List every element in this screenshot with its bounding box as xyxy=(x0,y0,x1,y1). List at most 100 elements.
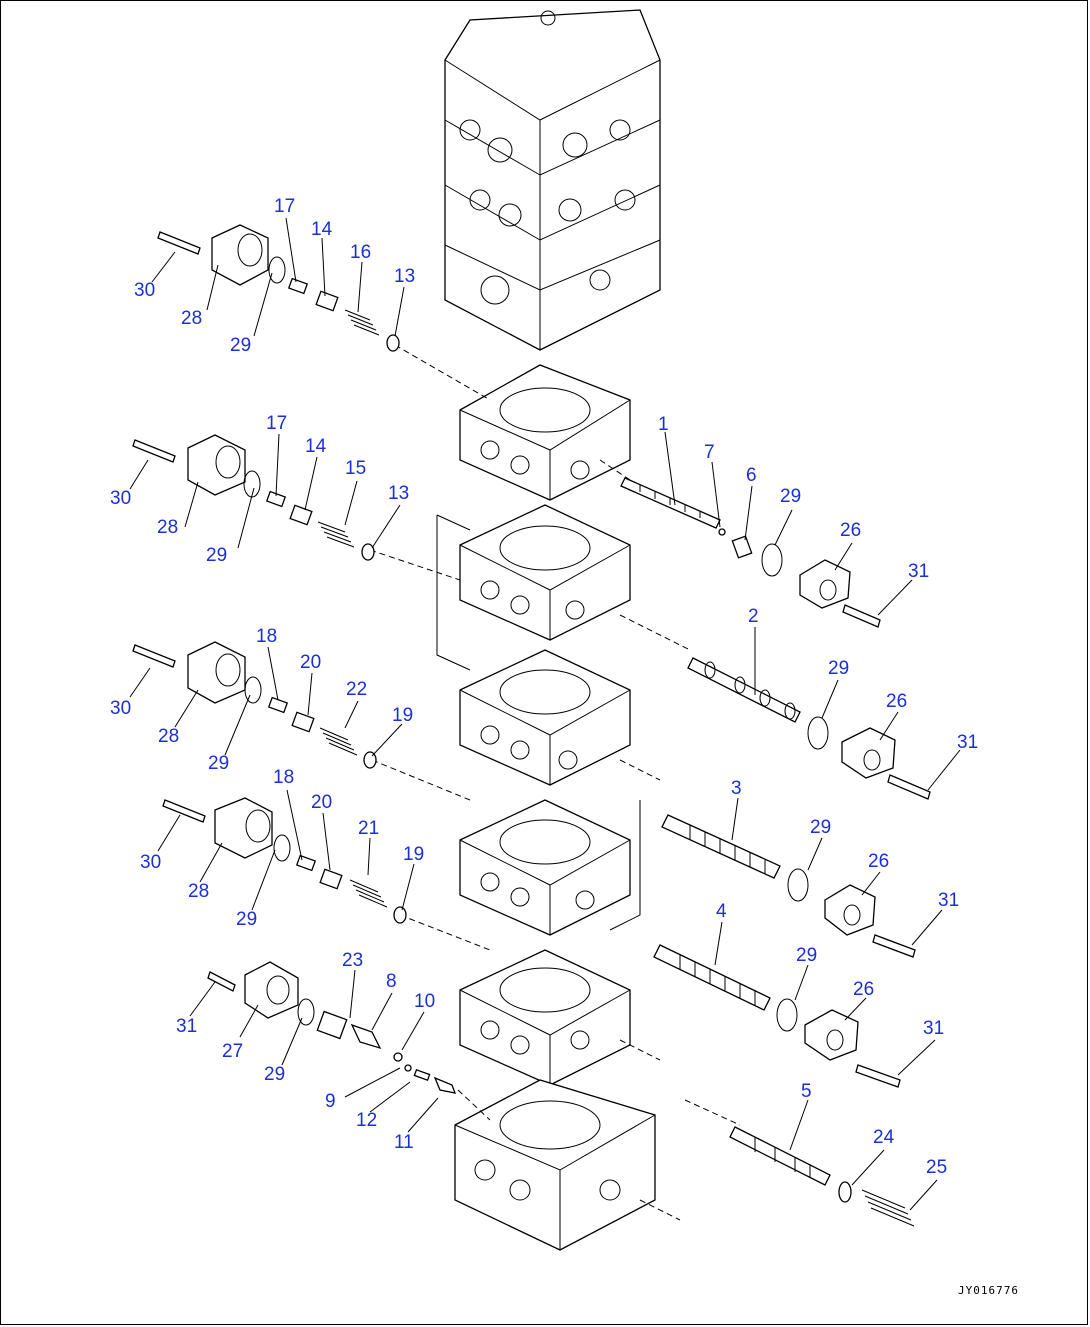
callout-p31b: 31 xyxy=(957,732,978,753)
callout-p31d: 31 xyxy=(923,1018,944,1039)
spool-2 xyxy=(687,657,801,723)
callout-p7: 7 xyxy=(704,442,715,463)
callout-p26d: 26 xyxy=(853,979,874,1000)
callout-p29f: 29 xyxy=(810,817,831,838)
valve-section-4 xyxy=(459,799,631,936)
callout-p11: 11 xyxy=(394,1132,414,1153)
callout-p14a: 14 xyxy=(311,219,333,240)
callout-p13a: 13 xyxy=(394,266,415,287)
bracket-line xyxy=(609,800,641,931)
spool-4 xyxy=(653,944,771,1011)
assembly-axis xyxy=(371,759,471,801)
left-row-4 xyxy=(162,797,407,924)
callout-p26c: 26 xyxy=(868,851,889,872)
spool-5 xyxy=(729,1126,831,1186)
callout-p31a: 31 xyxy=(908,561,929,582)
cap-right-2 xyxy=(841,727,931,800)
callout-p9: 9 xyxy=(325,1091,336,1112)
spool-1 xyxy=(620,477,753,559)
cap-right-3 xyxy=(824,884,916,958)
callout-p29g: 29 xyxy=(236,909,257,930)
spring-right xyxy=(861,1189,915,1227)
callout-p27: 27 xyxy=(222,1041,243,1062)
o-ring-right-2 xyxy=(807,716,829,750)
callout-p31c: 31 xyxy=(938,890,959,911)
left-row-2 xyxy=(132,434,375,561)
left-row-3 xyxy=(132,641,377,769)
callout-p10: 10 xyxy=(414,991,435,1012)
callout-p28d: 28 xyxy=(188,881,209,902)
callout-p29c: 29 xyxy=(206,545,227,566)
cap-right-1 xyxy=(799,559,881,628)
assembly-axis xyxy=(619,759,661,781)
assembly-axis xyxy=(399,914,491,951)
assembly-axis xyxy=(369,549,461,581)
callout-p22: 22 xyxy=(346,679,367,700)
callout-p4: 4 xyxy=(716,901,727,922)
callout-p30a: 30 xyxy=(134,280,155,301)
callout-p26b: 26 xyxy=(886,691,907,712)
callout-p30b: 30 xyxy=(110,488,131,509)
o-ring-right-3 xyxy=(787,868,809,902)
callout-p12: 12 xyxy=(356,1110,377,1131)
callout-p29i: 29 xyxy=(264,1064,285,1085)
valve-section-6 xyxy=(454,1079,656,1251)
assembly-axis xyxy=(619,1039,661,1061)
assembly-axis xyxy=(599,459,631,481)
valve-section-2 xyxy=(459,504,631,641)
callout-p21: 21 xyxy=(358,818,379,839)
valve-section-3 xyxy=(459,649,631,786)
assembly-axis xyxy=(619,614,691,651)
bracket-line xyxy=(436,514,471,671)
callout-p18b: 18 xyxy=(273,767,294,788)
o-ring-right-4 xyxy=(776,998,798,1032)
callout-p1: 1 xyxy=(658,414,669,435)
callout-p24: 24 xyxy=(873,1127,895,1148)
callout-p30c: 30 xyxy=(110,698,131,719)
left-row-1 xyxy=(157,224,400,352)
main-valve-body xyxy=(444,9,661,351)
spool-3 xyxy=(661,814,781,879)
callout-p15: 15 xyxy=(345,458,366,479)
leader-lines xyxy=(129,217,961,1211)
callout-p3: 3 xyxy=(731,778,742,799)
washer xyxy=(838,1181,852,1203)
callout-p29a: 29 xyxy=(230,335,251,356)
callout-p28a: 28 xyxy=(181,308,202,329)
callout-p8: 8 xyxy=(386,971,397,992)
callout-p6: 6 xyxy=(746,465,757,486)
callout-p16a: 16 xyxy=(350,242,371,263)
o-ring-right-1 xyxy=(761,543,783,577)
callout-p25: 25 xyxy=(926,1157,947,1178)
assembly-axis xyxy=(684,1099,741,1126)
callout-p29e: 29 xyxy=(208,753,229,774)
callout-p30d: 30 xyxy=(140,852,161,873)
cap-right-4 xyxy=(804,1009,901,1088)
callout-p29b: 29 xyxy=(780,486,801,507)
callout-p28c: 28 xyxy=(158,726,179,747)
callout-p18a: 18 xyxy=(256,626,277,647)
left-row-5 xyxy=(207,961,457,1094)
callout-p26a: 26 xyxy=(840,520,861,541)
callout-p23: 23 xyxy=(342,950,363,971)
assembly-axis xyxy=(639,1199,681,1221)
callout-p19b: 19 xyxy=(403,844,424,865)
callout-p28b: 28 xyxy=(157,517,178,538)
assembly-axis xyxy=(394,344,491,401)
callout-p29d: 29 xyxy=(828,658,849,679)
callout-p17a: 17 xyxy=(274,196,295,217)
callout-p2: 2 xyxy=(748,606,759,627)
drawing-id: JY016776 xyxy=(958,1284,1019,1297)
valve-section-1 xyxy=(459,364,631,501)
callout-p13b: 13 xyxy=(388,483,409,504)
callout-p5: 5 xyxy=(801,1081,812,1102)
callout-p19a: 19 xyxy=(392,705,413,726)
callout-p20b: 20 xyxy=(311,792,332,813)
callout-p14b: 14 xyxy=(305,436,327,457)
callout-p29h: 29 xyxy=(796,945,817,966)
callout-p17b: 17 xyxy=(266,413,287,434)
callout-p20a: 20 xyxy=(300,652,321,673)
